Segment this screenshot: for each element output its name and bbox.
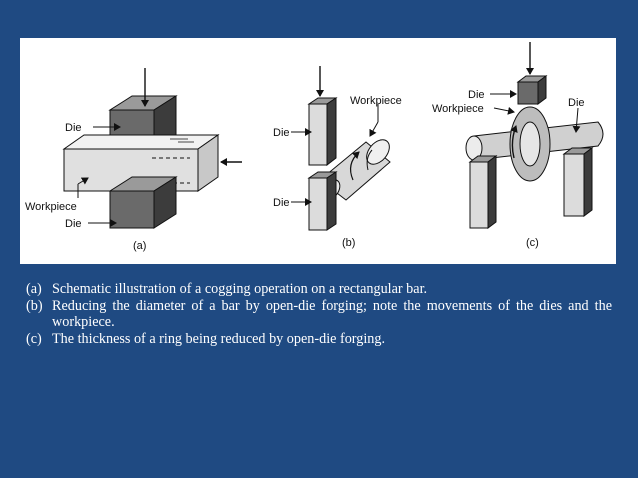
panel-label-a: (a) (133, 240, 146, 252)
top-die-c (516, 75, 548, 105)
figure-panel: Die Workpiece Die (a) (20, 38, 616, 264)
label-die-right-c: Die (568, 97, 585, 109)
bottom-die-b (307, 171, 338, 231)
caption-a: (a) Schematic illustration of a cogging … (26, 281, 612, 298)
panel-a-cogging: Die Workpiece Die (a) (25, 68, 242, 252)
label-die-top-b: Die (273, 127, 290, 139)
label-workpiece-c: Workpiece (432, 103, 484, 115)
label-die-bottom-a: Die (65, 218, 82, 230)
support-die-right-c (562, 147, 594, 217)
label-workpiece-a: Workpiece (25, 201, 77, 213)
panel-c-ring-forging: Die Workpiece Die (c) (432, 42, 604, 249)
caption-key: (c) (26, 330, 42, 347)
label-die-bottom-b: Die (273, 197, 290, 209)
caption-text: Reducing the diameter of a bar by open-d… (52, 297, 612, 331)
ring-workpiece-c (509, 106, 551, 182)
panel-label-c: (c) (526, 237, 539, 249)
bottom-die-a (108, 176, 178, 229)
caption-key: (b) (26, 297, 43, 314)
caption-key: (a) (26, 281, 42, 297)
label-die-top-a: Die (65, 122, 82, 134)
panel-label-b: (b) (342, 237, 355, 249)
panel-b-bar-reduction: Die Workpiece Die (b) (273, 66, 402, 249)
caption-text: Schematic illustration of a cogging oper… (52, 281, 428, 297)
caption-text: The thickness of a ring being reduced by… (52, 330, 386, 347)
support-die-left-c (468, 155, 498, 229)
caption-b: (b) Reducing the diameter of a bar by op… (26, 298, 612, 331)
top-die-b (307, 97, 338, 167)
caption-c: (c) The thickness of a ring being reduce… (26, 331, 612, 348)
caption-list: (a) Schematic illustration of a cogging … (26, 281, 612, 347)
workpiece-bar-a (62, 134, 220, 192)
label-workpiece-b: Workpiece (350, 95, 402, 107)
label-die-top-c: Die (468, 89, 485, 101)
